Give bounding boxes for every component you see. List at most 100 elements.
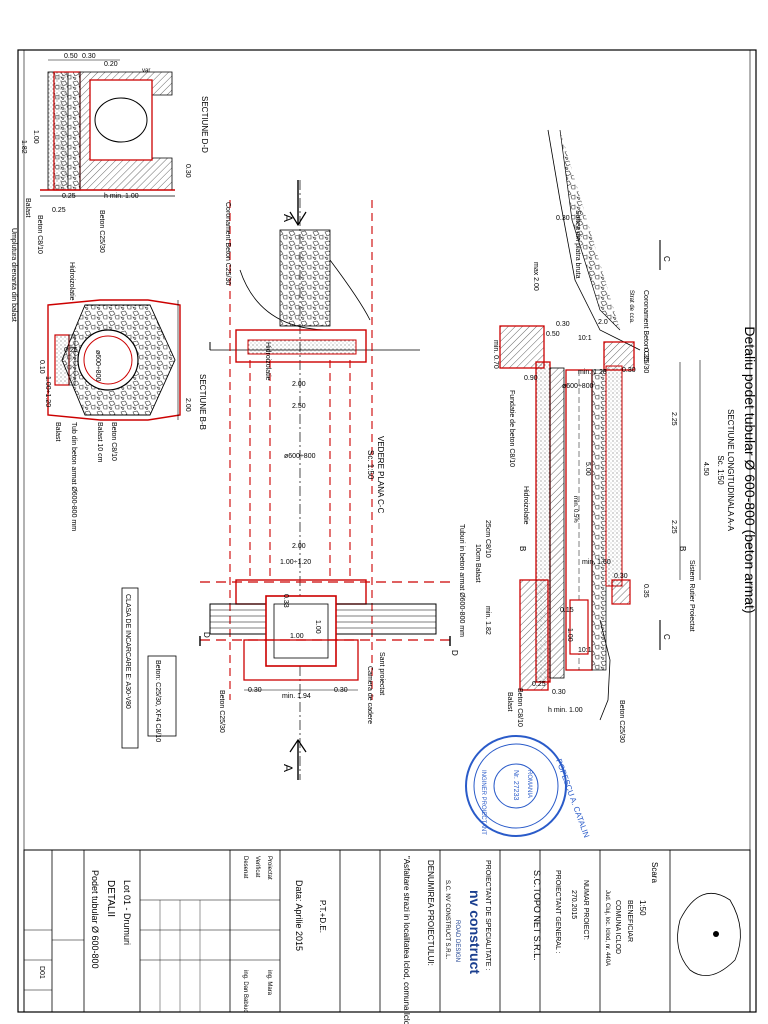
load-class-box	[121, 587, 139, 749]
dim-200-plan1: 2.00	[292, 381, 306, 388]
dim-450: 4.50	[702, 462, 709, 476]
title-block	[23, 849, 751, 1013]
tb-beneficiar: COMUNA ICLOD	[614, 900, 621, 954]
label-balast-b: Balast	[54, 422, 61, 442]
tb-denumire-h: DENUMIREA PROIECTULUI:	[426, 860, 435, 966]
label-balast-aa: Balast	[506, 692, 513, 712]
dim-020: 0.20	[104, 61, 118, 68]
section-mark-c-bottom: C	[662, 634, 671, 640]
dim-030-aa2: 0.30	[556, 321, 570, 328]
dim-030-plan1: 0.30	[248, 687, 262, 694]
dim-030-aa1: 0.30	[556, 215, 570, 222]
label-c810-b: Beton C8/10	[110, 422, 117, 461]
tb-data: Data: Aprilie 2015	[294, 880, 304, 951]
label-saltea: Saltea din piatra bruta	[574, 210, 581, 279]
dim-pct: min. 0.5%	[572, 496, 578, 523]
label-phi-aa: ø600÷800	[562, 383, 594, 390]
beton-note: Beton: C25/30, XF4 C8/10	[154, 660, 161, 742]
plan-scale: Sc. 1:50	[366, 450, 375, 480]
tb-role-1: Proiectat	[266, 856, 272, 880]
dim-010-b: 0.10	[38, 360, 45, 374]
tb-company-sub: ROAD DESIGN	[454, 920, 460, 962]
label-c2530-aa: Beton C25/30	[618, 700, 625, 743]
beton-note-box	[147, 655, 177, 737]
dim-500: 5.00	[584, 462, 591, 476]
tb-proiectant-sp: PROIECTANT DE SPECIALITATE :	[484, 860, 491, 970]
section-mark-d-right: D	[450, 650, 459, 656]
label-coronament-plan: Coronament Beton C25/30	[224, 202, 231, 285]
dim-max200: max 2.00	[532, 262, 539, 291]
dim-050: 0.50	[64, 53, 78, 60]
label-c2530-d: Beton C25/30	[98, 210, 105, 253]
tb-scara: 1:50	[638, 900, 647, 916]
dim-min194: min. 1.94	[282, 693, 311, 700]
long-section-label: SECTIUNE LONGITUDINALA A-A	[726, 409, 735, 531]
tb-role-3: Desenat	[242, 856, 248, 879]
tb-plansa: Podet tubular Ø 600-800	[90, 870, 100, 969]
dim-min070: min. 0.70	[492, 340, 499, 369]
dim-hmin-d: h min. 1.00	[104, 193, 139, 200]
dim-min160: min. 1.60	[582, 559, 611, 566]
label-tuburi: Tuburi in beton armat Ø600-800 mm	[458, 524, 465, 637]
label-hidro-aa: Hidroizolatie	[522, 486, 529, 525]
dim-030-dr: 0.30	[184, 164, 191, 178]
dim-225-b: 2.25	[670, 520, 677, 534]
dim-250-plan: 2.50	[292, 403, 306, 410]
dim-100-plan: 1.00	[290, 633, 304, 640]
dim-030: 0.30	[82, 53, 96, 60]
stamp-outer: POPESCU A. CATALIN	[554, 758, 591, 840]
label-sant: Sant proiectat	[378, 652, 385, 695]
tb-proiectant-h: PROIECTANT GENERAL :	[554, 870, 561, 954]
long-section-scale: Sc. 1:50	[716, 455, 725, 485]
dim-hmin-aa: h min. 1.00	[548, 707, 583, 714]
dim-var: var	[142, 68, 150, 74]
label-c810-d: Beton C8/10	[36, 215, 43, 254]
label-camera: Camera de cadere	[366, 666, 373, 724]
engineer-stamp	[465, 735, 567, 837]
dim-200-b: 2.00	[184, 398, 191, 412]
dim-033-plan: 0.33	[282, 594, 289, 608]
dim-035-bot: 0.35	[642, 584, 649, 598]
label-strat: Strat de cca.	[628, 290, 634, 324]
dim-025-d2: 0.25	[52, 207, 66, 214]
tb-numar-h: NUMAR PROIECT:	[582, 880, 589, 940]
section-mark-d-left: D	[202, 632, 211, 638]
section-mark-c-top: C	[662, 256, 671, 262]
dim-100-d: 1.00	[32, 130, 39, 144]
label-phi-b: ø600÷800	[94, 350, 101, 382]
section-mark-b-left: B	[518, 546, 527, 551]
section-mark-b-right: B	[678, 546, 687, 551]
section-mark-a-top: A	[281, 214, 295, 222]
label-c2530-plan: Beton C25/30	[218, 690, 225, 733]
label-coronament-aa: Coronament Beton C25/30	[642, 290, 649, 373]
tb-beneficiar-h: BENEFICIAR	[626, 900, 633, 942]
dim-015: 0.15	[560, 607, 574, 614]
stamp-nr: Nr. 27233	[512, 770, 519, 800]
drawing-title: Detaliu podet tubular Ø 600-800 (beton a…	[742, 326, 758, 613]
tb-denumire: "Asfaltare strazi in localitatea Iclod, …	[402, 856, 411, 1024]
label-phi-plan: ø600÷800	[284, 453, 316, 460]
dim-030-aa4: 0.30	[614, 573, 628, 580]
tb-numar: 270.2015	[570, 890, 577, 919]
label-balast-cm: 10cm Balast	[474, 544, 481, 583]
tb-role-2: Verificat	[254, 856, 260, 878]
tb-detalii: DETALII	[105, 880, 116, 917]
dim-100-120-plan: 1.00÷1.20	[280, 559, 311, 566]
section-b-label: SECTIUNE B-B	[198, 374, 207, 430]
label-hidro-plan: Hidroizolatie	[264, 342, 271, 381]
tb-faza: P.T.+D.E.	[318, 900, 327, 933]
dim-030-aa5: 0.30	[552, 689, 566, 696]
dim-025-b: 0.25	[64, 347, 78, 354]
dim-030-aa3: 0.30	[622, 367, 636, 374]
dim-10-1-b: 10:1	[578, 647, 592, 654]
section-d-d	[40, 59, 175, 197]
dim-090: 0.90	[524, 375, 538, 382]
label-balast-d: Balast	[24, 198, 31, 218]
label-hidroizolatie-b: Hidroizolatie	[68, 262, 75, 301]
dim-200-plan2: 2.00	[292, 543, 306, 550]
section-d-label: SECTIUNE D-D	[200, 96, 209, 153]
stamp-inner: INGINER PROIECTANT	[480, 770, 486, 835]
dim-030-plan2: 0.30	[334, 687, 348, 694]
tb-proiectant: S.C.TOPO NET S.R.L.	[532, 870, 542, 961]
